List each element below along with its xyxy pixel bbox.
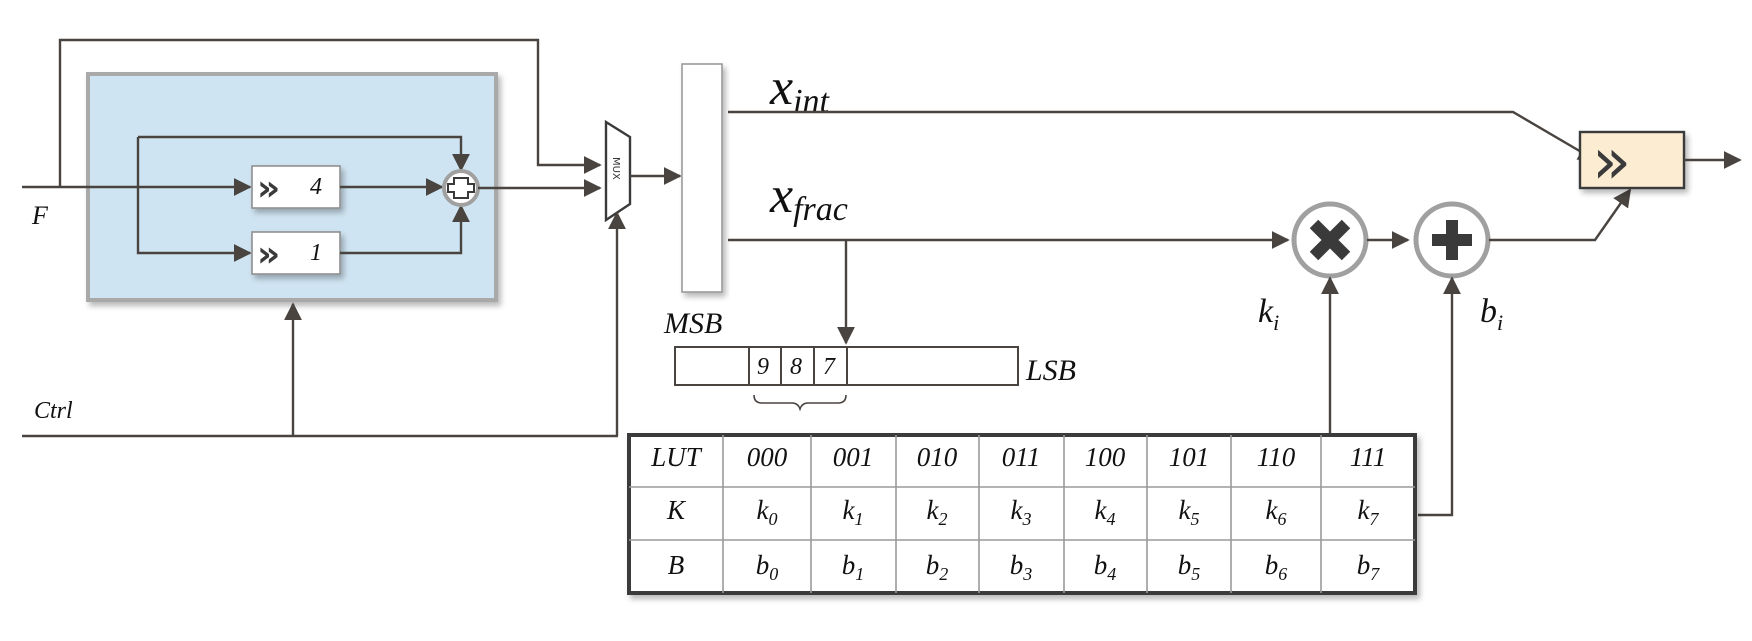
lut-k-cell: k5 (1179, 495, 1200, 529)
bit-select-brace (753, 394, 847, 412)
x-int-label: xint (769, 59, 831, 120)
branch-to-shift1-wire (136, 137, 252, 262)
lut-header-cell: 011 (1002, 442, 1041, 472)
bit-register (674, 346, 1019, 386)
b-i-label: bi (1480, 293, 1503, 335)
shift-1-amount: 1 (310, 240, 322, 266)
multiplier-icon (1291, 201, 1369, 279)
shift1-to-adder-wire (340, 204, 470, 255)
lsb-label: LSB (1025, 354, 1076, 387)
x-frac-label: xfrac (769, 167, 848, 228)
lut-k-cell: k3 (1011, 495, 1032, 529)
mux-label: MUX (610, 157, 621, 180)
adder-icon (1413, 201, 1491, 279)
bit-7: 7 (823, 354, 836, 380)
shift-1-chevron-icon: » (257, 234, 280, 275)
output-shift-block (1578, 130, 1686, 190)
shift-by-4-block (251, 165, 341, 209)
lut-header-cell: 110 (1257, 442, 1296, 472)
shift-4-amount: 4 (310, 174, 322, 200)
lut-k-cell: k0 (757, 495, 778, 529)
lut-k-cell: k4 (1095, 495, 1116, 529)
k-i-label: ki (1258, 293, 1279, 335)
input-f-label: F (31, 201, 49, 230)
lut-header-cell: LUT (650, 442, 703, 472)
lut-b-cell: b7 (1357, 550, 1381, 584)
small-adder-icon (442, 169, 480, 207)
lut-b-cell: b4 (1094, 550, 1117, 584)
lut-k-cell: k2 (927, 495, 948, 529)
add-to-shift-wire (1489, 188, 1632, 242)
lut-k-cell: k7 (1358, 495, 1380, 529)
x-int-wire (728, 110, 1597, 162)
lut-b-cell: b2 (926, 550, 949, 584)
bit-split-block (681, 63, 723, 293)
lut-b-to-add-wire (1418, 276, 1461, 517)
lut-grid (629, 435, 1415, 593)
lut-row-label-b: B (668, 550, 685, 580)
branch-to-adder-wire (138, 135, 470, 172)
lut-b-cell: b1 (842, 550, 865, 584)
msb-label: MSB (663, 307, 722, 340)
bit-8: 8 (790, 354, 802, 380)
shift-by-1-block (251, 231, 341, 275)
lut-b-cell: b6 (1265, 550, 1288, 584)
lut-b-cell: b3 (1010, 550, 1033, 584)
ctrl-label: Ctrl (34, 398, 73, 424)
lut-b-cell: b0 (756, 550, 779, 584)
lut-table (627, 433, 1417, 595)
lut-header-cell: 100 (1085, 442, 1126, 472)
lut-b-cell: b5 (1178, 550, 1201, 584)
f-bypass-wire (58, 38, 602, 187)
lut-header-cell: 000 (747, 442, 788, 472)
lut-header-cell: 111 (1350, 442, 1387, 472)
lut-header-cell: 101 (1169, 442, 1210, 472)
output-shift-chevron-icon: » (1592, 125, 1631, 199)
lut-header-cell: 001 (833, 442, 874, 472)
bit-9: 9 (757, 354, 769, 380)
lut-header-cell: 010 (917, 442, 958, 472)
mux-block (604, 119, 632, 223)
lut-k-cell: k6 (1266, 495, 1287, 529)
lut-k-cell: k1 (843, 495, 864, 529)
shift-4-chevron-icon: » (257, 168, 280, 209)
lut-row-label-k: K (666, 495, 687, 525)
